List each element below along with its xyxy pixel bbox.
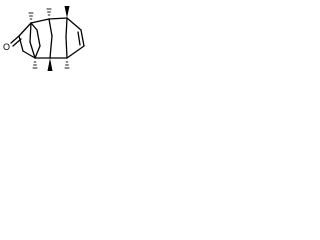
wedge-bond-bottom-mid [47, 58, 53, 71]
bond-c11-c12-double-inner [77, 31, 81, 46]
wedge-bond-top-right2 [64, 6, 70, 18]
bond-c10-c11 [66, 17, 82, 31]
bond-carbonyl-1 [10, 35, 20, 44]
bond-c1-c2 [18, 22, 32, 37]
molecule-structure: O [3, 6, 85, 71]
bond-bridge-a [29, 22, 32, 43]
hash-bond-bottom-right [64, 61, 70, 69]
hash-bond-top-right [46, 8, 52, 16]
bond-carbonyl-2 [12, 38, 22, 47]
bond-c8-c9 [49, 35, 53, 59]
oxygen-atom-label: O [3, 42, 10, 52]
bond-c7-c8 [48, 18, 53, 37]
bond-c1-c7 [30, 18, 50, 24]
bond-c6-c1 [30, 22, 38, 31]
bond-c14-c13 [65, 36, 68, 59]
bond-c3-c4 [22, 50, 36, 59]
bond-c10-c14 [65, 17, 68, 38]
bond-c7-c10 [48, 17, 68, 20]
stereo-bonds [28, 6, 70, 71]
bond-bridge-b [29, 41, 36, 59]
bond-c11-c12-double [80, 29, 85, 47]
ring-bonds [10, 17, 85, 59]
bond-c5-c6 [36, 29, 41, 47]
bond-c12-c13 [66, 45, 85, 59]
bond-c4-c5 [34, 45, 41, 59]
hash-bond-bottom-left [32, 61, 38, 69]
hash-bond-top-left [28, 12, 34, 20]
bond-c2-c3 [18, 35, 24, 52]
